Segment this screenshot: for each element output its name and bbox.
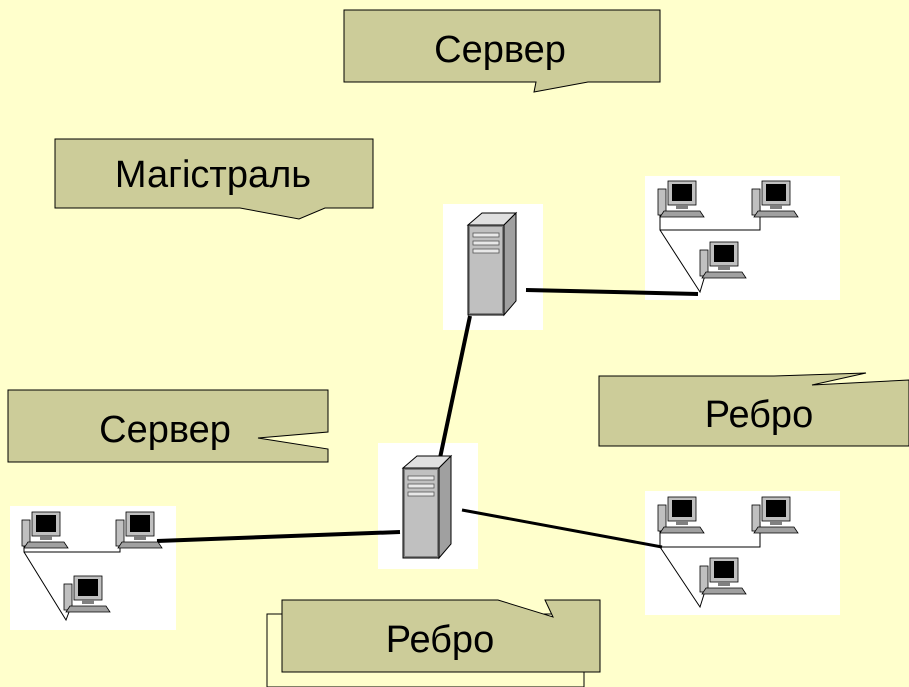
callout-edge-bottom-label: Ребро (386, 619, 494, 661)
callout-server-top: Сервер (343, 9, 661, 93)
link-bottom-server-to-left-workstations (156, 530, 401, 543)
link-bottom-server-to-right-workstations (461, 508, 663, 549)
callout-server-left-label: Сервер (99, 409, 231, 451)
callout-edge-bottom: Ребро (266, 599, 601, 687)
workstation-group-bottom-right (657, 496, 799, 609)
callout-backbone-label: Магістраль (115, 154, 311, 196)
link-backbone (438, 315, 472, 459)
callout-edge-right-label: Ребро (705, 394, 813, 436)
server-tower-icon (467, 212, 517, 316)
callout-backbone: Магістраль (54, 138, 374, 220)
callout-server-top-label: Сервер (434, 29, 566, 71)
workstation-group-left (21, 511, 163, 622)
workstation-group-top-right (657, 180, 799, 294)
link-top-server-to-workstations (525, 288, 699, 296)
callout-server-left: Сервер (7, 389, 329, 463)
server-top (467, 212, 517, 316)
server-bottom (402, 455, 452, 559)
server-tower-icon (402, 455, 452, 559)
callout-edge-right: Ребро (598, 372, 909, 447)
